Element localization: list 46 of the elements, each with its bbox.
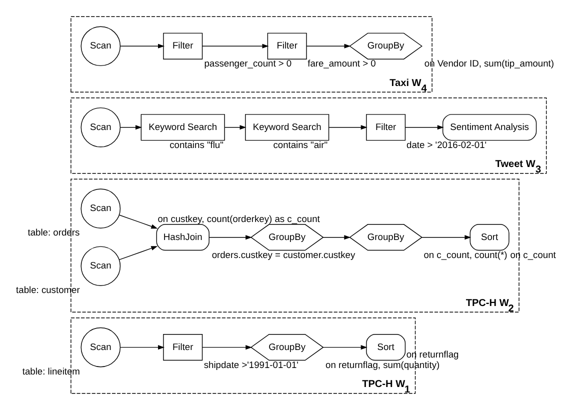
node-label: table: orders	[27, 228, 80, 238]
arrow	[306, 44, 350, 48]
node-box: Filter	[162, 32, 202, 60]
node-label: contains "air"	[272, 140, 328, 150]
node-box: HashJoin	[156, 224, 209, 251]
arrow	[208, 235, 252, 240]
node-label: fare_amount > 0	[307, 58, 376, 69]
node-box: Keyword Search	[244, 114, 329, 141]
node-label: on c_count	[510, 250, 556, 260]
arrow	[120, 125, 142, 130]
arrow	[328, 125, 367, 130]
arrow	[421, 235, 471, 240]
arrow	[224, 125, 246, 130]
node-circle: Scan	[80, 327, 120, 368]
arrow	[120, 345, 164, 350]
node-label: date > '2016-02-01'	[406, 140, 486, 150]
arrow	[202, 345, 252, 350]
node-box: Sort	[469, 224, 509, 251]
node-label: shipdate >'1991-01-01'	[203, 360, 298, 370]
node-label: table: lineitem	[22, 366, 80, 376]
arrow	[202, 44, 268, 48]
node-box: Sort	[366, 334, 406, 361]
node-label: on Vendor ID, sum(tip_amount)	[424, 58, 554, 69]
node-label: on custkey, count(orderkey) as c_count	[157, 214, 320, 224]
arrow	[118, 246, 158, 260]
node-label: on c_count, count(*)	[423, 250, 507, 260]
node-label: orders.custkey = customer.custkey	[211, 250, 355, 260]
node-box: Keyword Search	[140, 114, 224, 141]
arrow	[404, 125, 444, 130]
node-box: Filter	[266, 32, 306, 60]
arrow	[120, 44, 164, 48]
arrow	[118, 214, 158, 229]
node-label: contains "flu"	[169, 140, 223, 150]
node-label: on returnflag	[406, 350, 458, 360]
arrow	[322, 235, 350, 240]
node-circle: Scan	[80, 246, 120, 286]
node-box: Sentiment Analysis	[442, 114, 536, 141]
node-circle: Scan	[80, 26, 120, 66]
arrow	[322, 345, 367, 350]
node-label: on returnflag, sum(quantity)	[325, 360, 440, 370]
node-label: passenger_count > 0	[204, 58, 292, 69]
node-label: table: customer	[16, 285, 80, 296]
node-circle: Scan	[80, 107, 120, 148]
node-box: Filter	[162, 334, 202, 361]
node-circle: Scan	[80, 188, 120, 228]
node-box: Filter	[366, 114, 406, 141]
